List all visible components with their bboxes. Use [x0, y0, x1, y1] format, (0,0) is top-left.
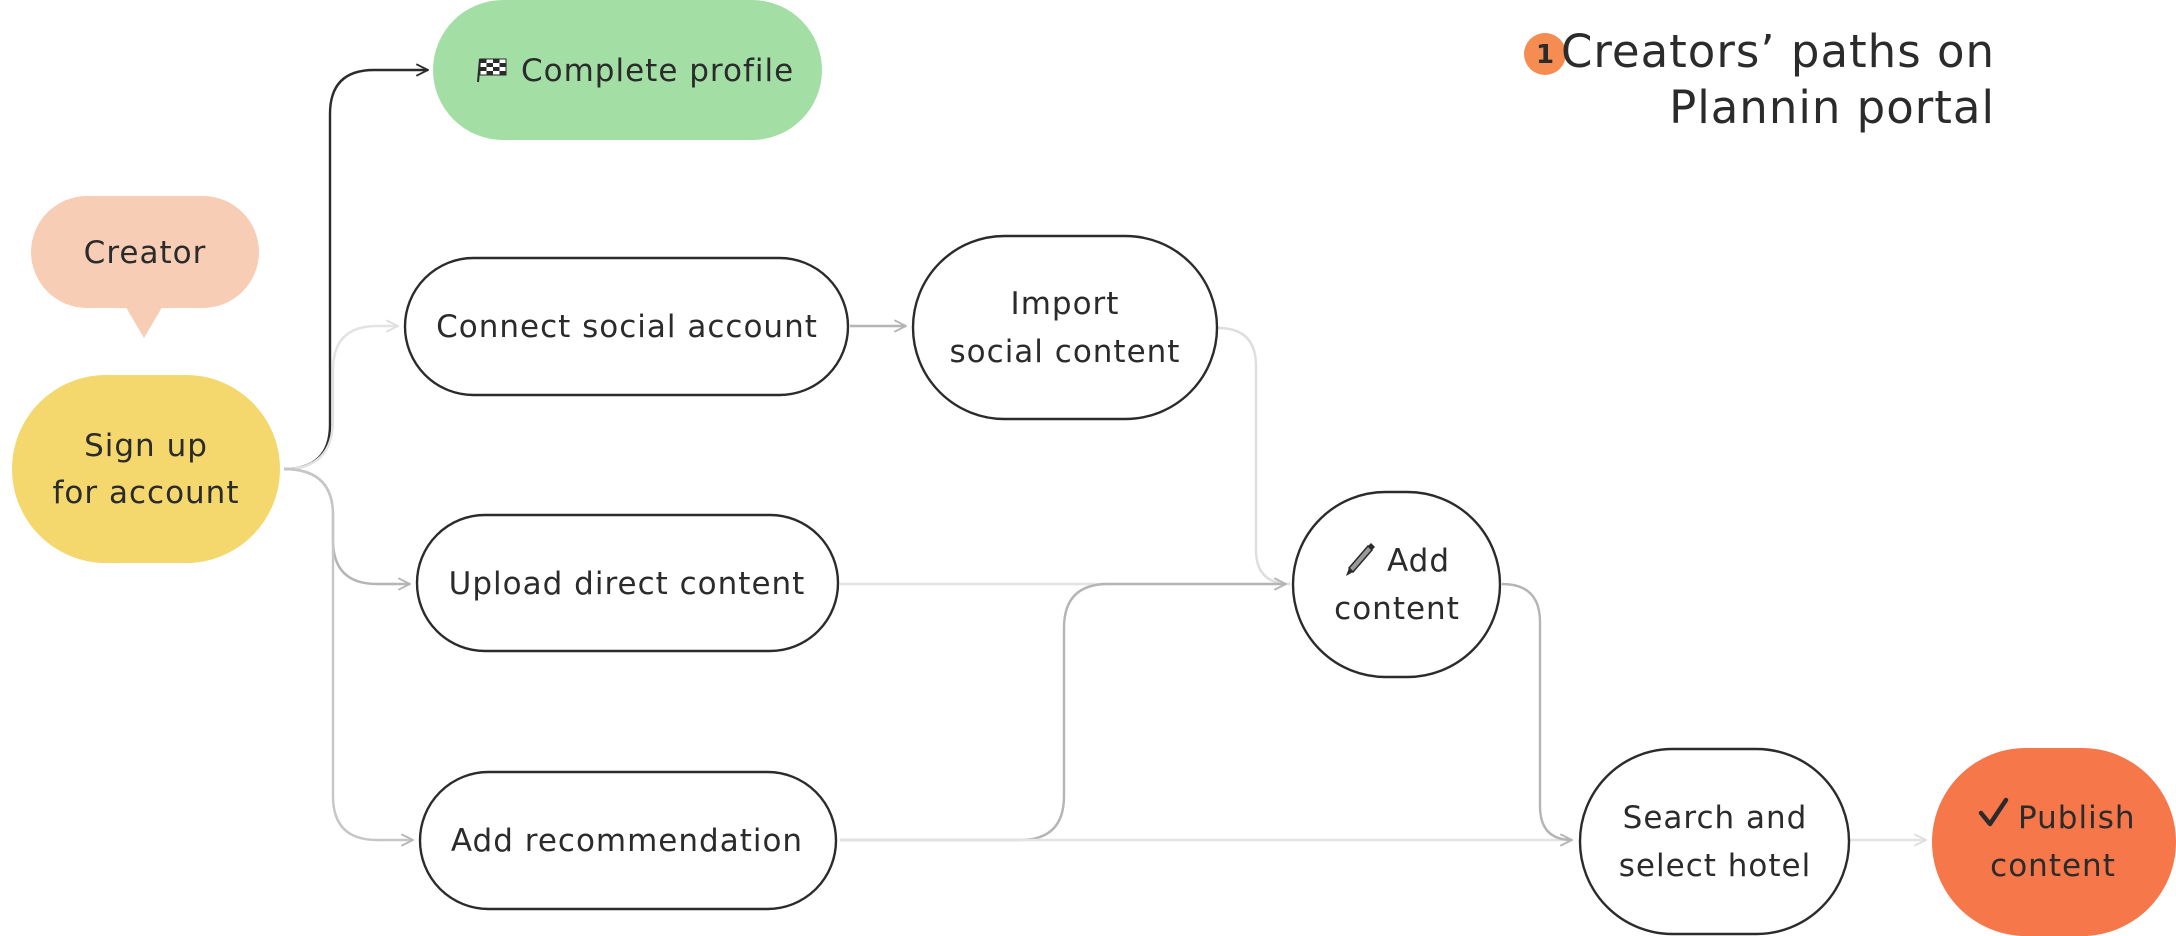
check-mark-icon — [1978, 797, 2009, 827]
node-search-select-hotel: Search and select hotel — [1578, 747, 1851, 936]
complete-profile-label: Complete profile — [521, 53, 794, 89]
node-connect-social-account: Connect social account — [403, 256, 850, 397]
node-sign-up: Sign up for account — [12, 375, 280, 563]
title-line-2: Plannin portal — [1669, 81, 1995, 134]
node-import-social-content: Import social content — [911, 234, 1219, 421]
node-add-content: Add content — [1291, 490, 1502, 679]
sign-up-label-line-1: Sign up — [84, 428, 208, 464]
diagram-title: 1 Creators’ paths on Plannin portal — [1524, 25, 1995, 134]
connect-social-account-label: Connect social account — [436, 309, 818, 345]
title-line-1: Creators’ paths on — [1561, 25, 1995, 78]
search-select-hotel-label-line-1: Search and — [1623, 800, 1808, 836]
edge-add-content-to-search-hotel — [1501, 582, 1572, 840]
edge-add-recommendation-to-add-content — [840, 584, 1286, 842]
node-complete-profile: Complete profile — [433, 0, 822, 140]
creator-bubble: Creator — [31, 196, 259, 338]
step-badge — [1524, 33, 1566, 75]
edge-signup-to-connect-social — [283, 326, 398, 471]
node-publish-content: Publish content — [1932, 748, 2176, 936]
add-content-label-line-2: content — [1334, 591, 1460, 627]
checkered-flag-icon — [477, 58, 507, 83]
node-upload-direct-content: Upload direct content — [415, 513, 840, 653]
add-recommendation-label: Add recommendation — [451, 823, 803, 859]
add-content-label-line-1: Add — [1387, 543, 1450, 579]
step-badge-number: 1 — [1536, 40, 1554, 70]
node-add-recommendation: Add recommendation — [418, 770, 838, 911]
import-social-content-label-line-2: social content — [950, 334, 1181, 370]
edge-signup-to-complete-profile — [283, 70, 428, 471]
publish-content-label-line-1: Publish — [2018, 800, 2136, 836]
pencil-icon — [1346, 543, 1375, 576]
edge-signup-to-add-recommendation — [283, 467, 413, 840]
search-select-hotel-label-line-2: select hotel — [1619, 848, 1811, 884]
import-social-content-label-line-1: Import — [1011, 286, 1120, 322]
edge-signup-to-upload-direct — [283, 467, 410, 584]
sign-up-label-line-2: for account — [53, 475, 240, 511]
publish-content-label-line-2: content — [1990, 848, 2116, 884]
edge-import-social-to-add-content — [1217, 326, 1291, 586]
edges — [283, 70, 1926, 842]
creator-label: Creator — [84, 235, 207, 271]
upload-direct-content-label: Upload direct content — [449, 566, 806, 602]
